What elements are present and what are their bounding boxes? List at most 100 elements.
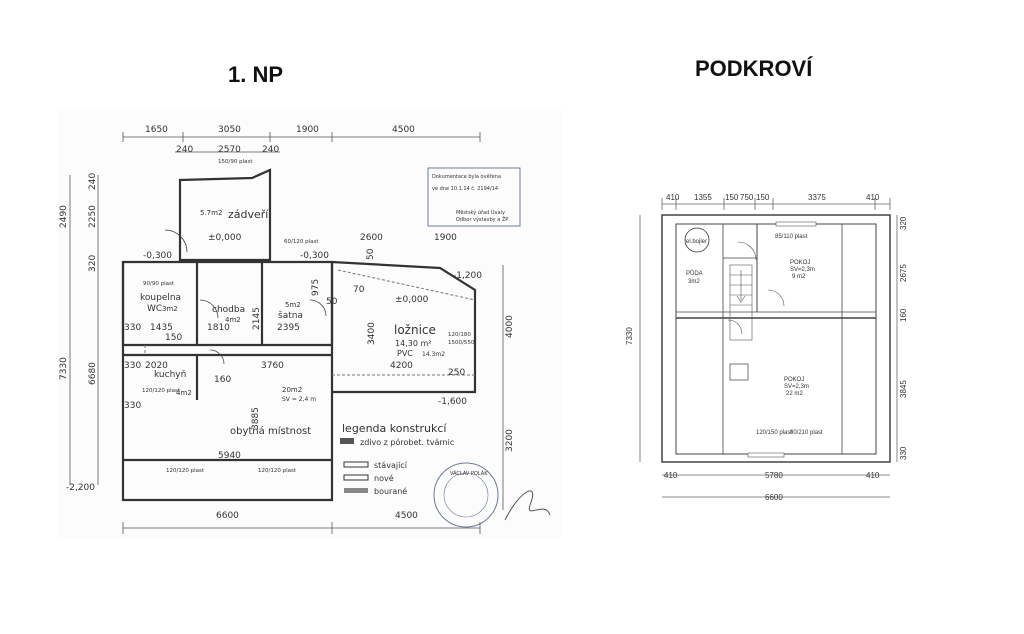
dim-6680: 6680 (88, 362, 98, 385)
opening-1: 150/90 plast (218, 159, 253, 165)
ground-floor-title: 1. NP (228, 62, 284, 87)
opening-6: 120/120 plast (258, 468, 297, 474)
dim-5940: 5940 (218, 451, 241, 461)
dim-320: 320 (88, 255, 98, 272)
dim-4000: 4000 (505, 315, 515, 338)
dim-1650: 1650 (145, 125, 168, 135)
dim-2250: 2250 (88, 205, 98, 228)
legend-title: legenda konstrukcí (342, 422, 447, 435)
attic-opening-1: 85/110 plast (775, 234, 808, 240)
dim-1900: 1900 (296, 125, 319, 135)
attic-room-1-height: SV=2,3m (790, 267, 815, 273)
dim-3760: 3760 (261, 361, 284, 371)
attic-room-2-height: SV=2,3m (784, 384, 809, 390)
room-name-kitchen: kuchyň (154, 369, 186, 380)
attic-chimney (729, 363, 749, 381)
dim-4500-top: 4500 (392, 125, 415, 135)
gf-rooms: 5.7m2 zádveří koupelna WC 3m2 chodba 4m2… (140, 208, 445, 437)
dim-150: 150 (165, 333, 182, 343)
room-area-kitchen: 4m2 (176, 389, 192, 397)
stamp-line3: Městský úřad Úvaly (456, 209, 505, 216)
attic-dim-410c: 410 (664, 471, 678, 480)
dim-250: 250 (448, 368, 465, 378)
level-bath: -0,300 (143, 251, 172, 261)
dim-2600: 2600 (360, 233, 383, 243)
attic-door-swings (727, 241, 785, 335)
attic-dim-text: 410 1355 150 750 150 3375 410 320 2675 1… (625, 193, 908, 502)
room-name-hall: chodba (212, 305, 245, 315)
dim-330b: 330 (124, 361, 141, 371)
room-area2-bedroom: 14.3m2 (422, 351, 445, 358)
opening-7: 120/180 (448, 332, 471, 338)
room-area-hall: 4m2 (225, 316, 241, 324)
stamp-line1: Dokumentace byla ověřena (432, 173, 501, 180)
opening-3: 90/90 plast (143, 281, 175, 287)
level-terrace: -1,600 (438, 397, 467, 407)
room-area-entrance: 5.7m2 (200, 209, 222, 217)
attic-window-bottom (747, 452, 785, 458)
room-name-bathroom: koupelna (140, 293, 181, 303)
stamp-line4: Odbor výstavby a ŽP (456, 215, 508, 223)
room-floor-bedroom: PVC (397, 349, 413, 358)
boiler-label: el.bojler (686, 239, 707, 245)
dim-1810: 1810 (207, 323, 230, 333)
dim-6600: 6600 (216, 511, 239, 521)
gf-dim-lines (69, 132, 504, 534)
attic-dim-2675: 2675 (899, 264, 908, 282)
approval-stamp: Dokumentace byla ověřena ve dne 10.1.14 … (427, 167, 521, 227)
room-name-entrance: zádveří (228, 208, 269, 221)
ground-floor-plan: 1650 3050 1900 4500 240 2570 240 2490 73… (58, 108, 561, 538)
dim-240b: 240 (262, 145, 279, 155)
attic-stairs (729, 264, 753, 341)
attic-dim-3375: 3375 (808, 193, 826, 202)
gf-openings: 150/90 plast 60/120 plast 90/90 plast 12… (142, 159, 475, 474)
level-hall: -0,300 (300, 251, 329, 261)
dim-2020: 2020 (145, 361, 168, 371)
attic-room-attic: PŮDA (686, 270, 703, 277)
level-entrance: ±0,000 (208, 233, 242, 243)
legend-swatch-existing (343, 461, 369, 468)
room-area-wardrobe: 5m2 (285, 301, 301, 309)
dim-240: 240 (88, 173, 98, 190)
dim-3200: 3200 (505, 429, 515, 452)
legend-new: nové (374, 473, 394, 483)
room-area-bathroom: 3m2 (162, 305, 178, 313)
dim-3400: 3400 (367, 322, 377, 345)
room-name-living: obytná místnost (230, 425, 311, 437)
attic-room-1-area: 9 m2 (792, 274, 806, 280)
attic-rooms: PŮDA 3m2 POKOJ SV=2,3m 9 m2 POKOJ SV=2,3… (686, 234, 823, 436)
dim-2395: 2395 (277, 323, 300, 333)
boiler: el.bojler (684, 227, 710, 253)
dim-70: 70 (353, 285, 365, 295)
level-step: -1,200 (453, 271, 482, 281)
attic-room-2-area: 22 m2 (786, 391, 803, 397)
dim-1435: 1435 (150, 323, 173, 333)
dim-2570: 2570 (218, 145, 241, 155)
dim-330c: 330 (124, 401, 141, 411)
dim-240a: 240 (176, 145, 193, 155)
opening-4: 120/120 plast (142, 388, 181, 394)
attic-dim-750: 750 (740, 193, 754, 202)
dim-7330: 7330 (59, 357, 69, 380)
dim-3885: 3885 (251, 407, 261, 430)
legend-existing: stávající (374, 461, 408, 470)
attic-dim-410b: 410 (866, 193, 880, 202)
gf-levels: ±0,000 -0,300 -0,300 -1,200 ±0,000 -1,60… (66, 233, 482, 493)
attic-room-1: POKOJ (790, 260, 810, 266)
room-sub-bathroom: WC (147, 304, 162, 314)
attic-dim-7330: 7330 (625, 327, 634, 345)
attic-dim-410d: 410 (866, 471, 880, 480)
attic-opening-2: 120/150 plast (756, 430, 792, 436)
opening-5: 120/120 plast (166, 468, 205, 474)
seal-text: VÁCLAV POLÁK (450, 470, 488, 477)
gf-dim-text: 1650 3050 1900 4500 240 2570 240 2490 73… (59, 125, 515, 521)
legend-material: zdivo z pórobet. tvárnic (360, 437, 454, 447)
gf-door-swings (164, 229, 327, 365)
level-ground: -2,200 (66, 483, 95, 493)
stamp-line2: ve dne 10.1.14 č. 2194/14 (432, 185, 498, 192)
dim-4500-bottom: 4500 (395, 511, 418, 521)
attic-dim-160: 160 (899, 308, 908, 322)
legend-demolished: bourané (374, 486, 407, 496)
legend-swatch-demolished (344, 488, 368, 493)
opening-8: 1500/550 (448, 340, 475, 346)
